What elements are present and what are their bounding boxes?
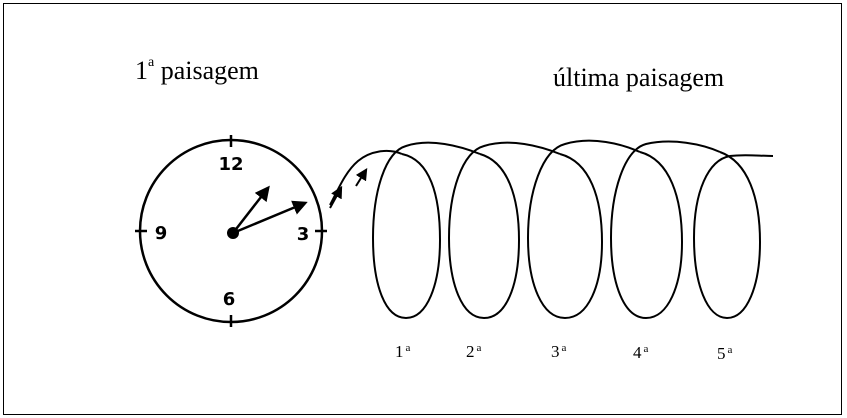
clock-number-6: 6 bbox=[223, 289, 236, 310]
hour-hand bbox=[232, 185, 270, 234]
clock-center bbox=[227, 227, 239, 239]
spiral-arrow-icon bbox=[355, 167, 368, 187]
spiral-loop-1 bbox=[371, 141, 481, 320]
spiral-loop-4 bbox=[609, 140, 721, 320]
first-landscape-title: 1a paisagem bbox=[135, 55, 259, 85]
last-landscape-title: última paisagem bbox=[553, 63, 725, 92]
clock-ticks bbox=[135, 135, 327, 327]
clock-number-3: 3 bbox=[297, 224, 310, 245]
clock: 12 3 6 9 bbox=[135, 135, 327, 327]
clock-number-9: 9 bbox=[155, 223, 168, 244]
spiral-loop-5 bbox=[692, 151, 774, 320]
minute-hand bbox=[232, 200, 308, 235]
spiral-loop-2 bbox=[447, 141, 561, 320]
time-spiral bbox=[329, 139, 774, 320]
spiral-arrow-icon bbox=[329, 185, 343, 209]
spiral-loop-3 bbox=[526, 139, 641, 320]
clock-number-12: 12 bbox=[218, 154, 243, 175]
